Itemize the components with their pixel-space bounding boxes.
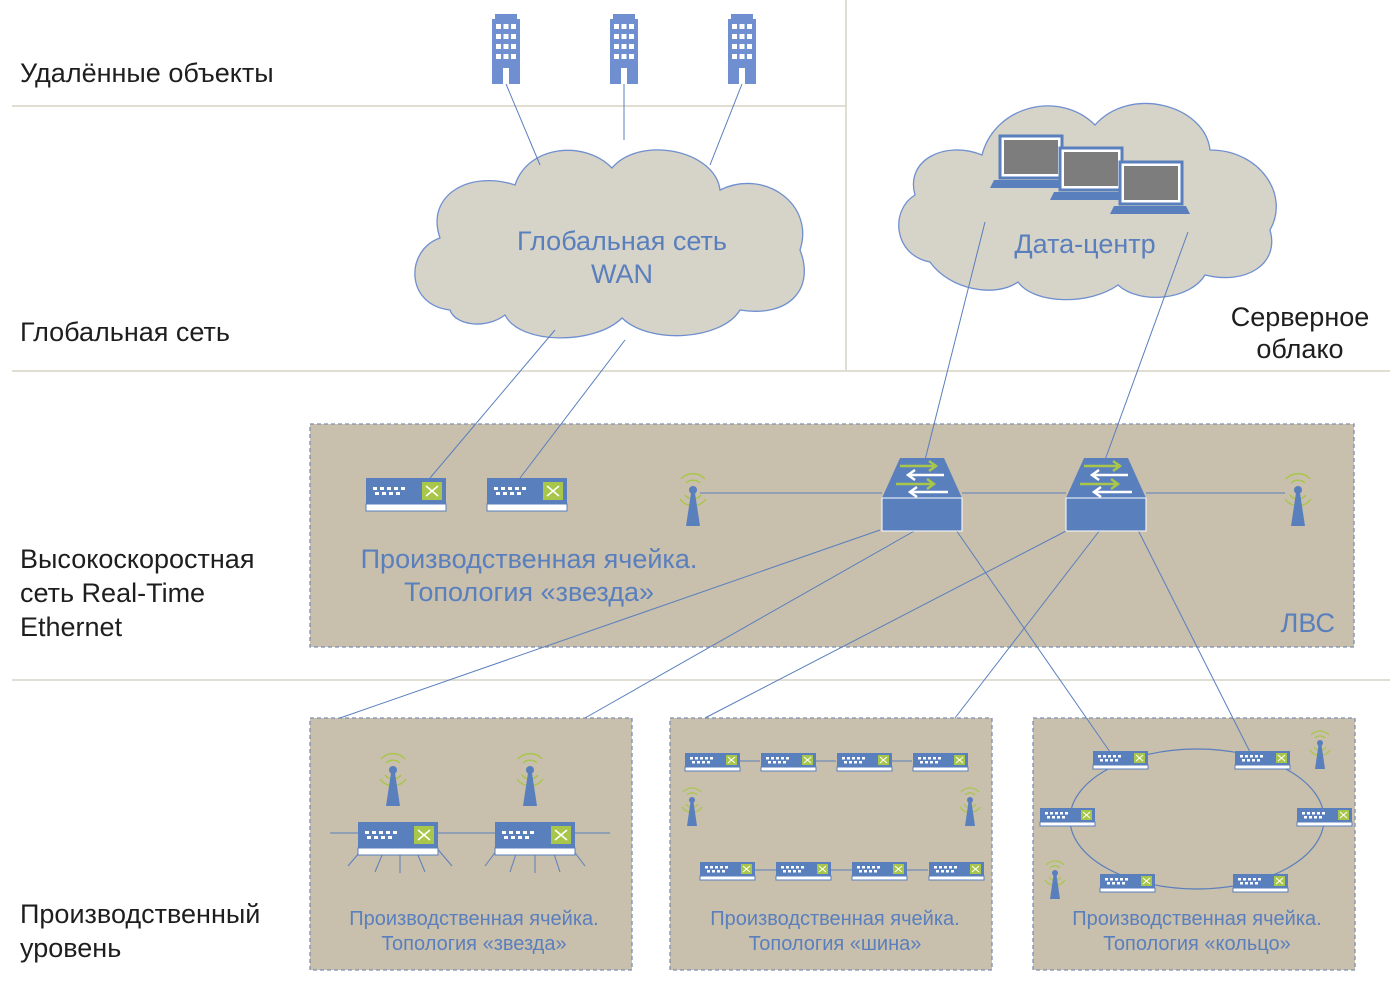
router-icon bbox=[912, 752, 969, 772]
router-icon bbox=[760, 752, 817, 772]
cell-ring-caption-2: Топология «кольцо» bbox=[1103, 933, 1291, 955]
router-icon bbox=[1232, 873, 1289, 893]
router-icon bbox=[1039, 807, 1096, 827]
router-icon bbox=[365, 477, 447, 512]
datacenter-label: Дата-центр bbox=[1014, 229, 1155, 259]
wan-cloud-label-1: Глобальная сеть bbox=[517, 226, 727, 256]
laptop-icon bbox=[1108, 160, 1192, 216]
router-icon bbox=[1296, 807, 1353, 827]
router-icon bbox=[1092, 750, 1149, 770]
router-icon bbox=[699, 861, 756, 881]
router-icon bbox=[928, 861, 985, 881]
laptop-icon bbox=[1048, 146, 1132, 202]
router-icon bbox=[684, 752, 741, 772]
cell-star-caption-1: Производственная ячейка. bbox=[349, 908, 598, 930]
wan-cloud-icon bbox=[414, 149, 805, 339]
building-icon bbox=[728, 14, 756, 84]
lan-cell-caption-1: Производственная ячейка. bbox=[361, 544, 698, 574]
cell-bus-caption-1: Производственная ячейка. bbox=[710, 908, 959, 930]
level-label-rte-2: сеть Real-Time bbox=[20, 578, 205, 608]
cell-bus-caption-2: Топология «шина» bbox=[749, 933, 922, 955]
lan-label: ЛВС bbox=[1281, 608, 1335, 638]
level-label-production-1: Производственный bbox=[20, 899, 260, 929]
router-icon bbox=[851, 861, 908, 881]
cell-star-caption-2: Топология «звезда» bbox=[381, 933, 566, 955]
laptop-icon bbox=[988, 134, 1072, 190]
router-icon bbox=[1099, 873, 1156, 893]
level-label-rte-1: Высокоскоростная bbox=[20, 544, 254, 574]
cell-ring-zone bbox=[1032, 717, 1356, 971]
cell-ring-caption-1: Производственная ячейка. bbox=[1072, 908, 1321, 930]
wan-cloud-label-2: WAN bbox=[591, 259, 653, 289]
level-label-global: Глобальная сеть bbox=[20, 317, 230, 347]
building-icon bbox=[610, 14, 638, 84]
router-icon bbox=[1234, 750, 1291, 770]
router-icon bbox=[836, 752, 893, 772]
lan-zone bbox=[309, 423, 1355, 648]
router-icon bbox=[775, 861, 832, 881]
level-label-remote: Удалённые объекты bbox=[20, 58, 274, 88]
server-cloud-label-2: облако bbox=[1256, 334, 1343, 364]
lan-cell-caption-2: Топология «звезда» bbox=[404, 577, 654, 607]
datacenter-cloud-icon bbox=[898, 102, 1277, 301]
server-cloud-label-1: Серверное bbox=[1231, 302, 1370, 332]
router-icon bbox=[494, 821, 576, 856]
building-icon bbox=[492, 14, 520, 84]
router-icon bbox=[486, 477, 568, 512]
level-label-rte-3: Ethernet bbox=[20, 612, 123, 642]
level-label-production-2: уровень bbox=[20, 933, 121, 963]
router-icon bbox=[357, 821, 439, 856]
